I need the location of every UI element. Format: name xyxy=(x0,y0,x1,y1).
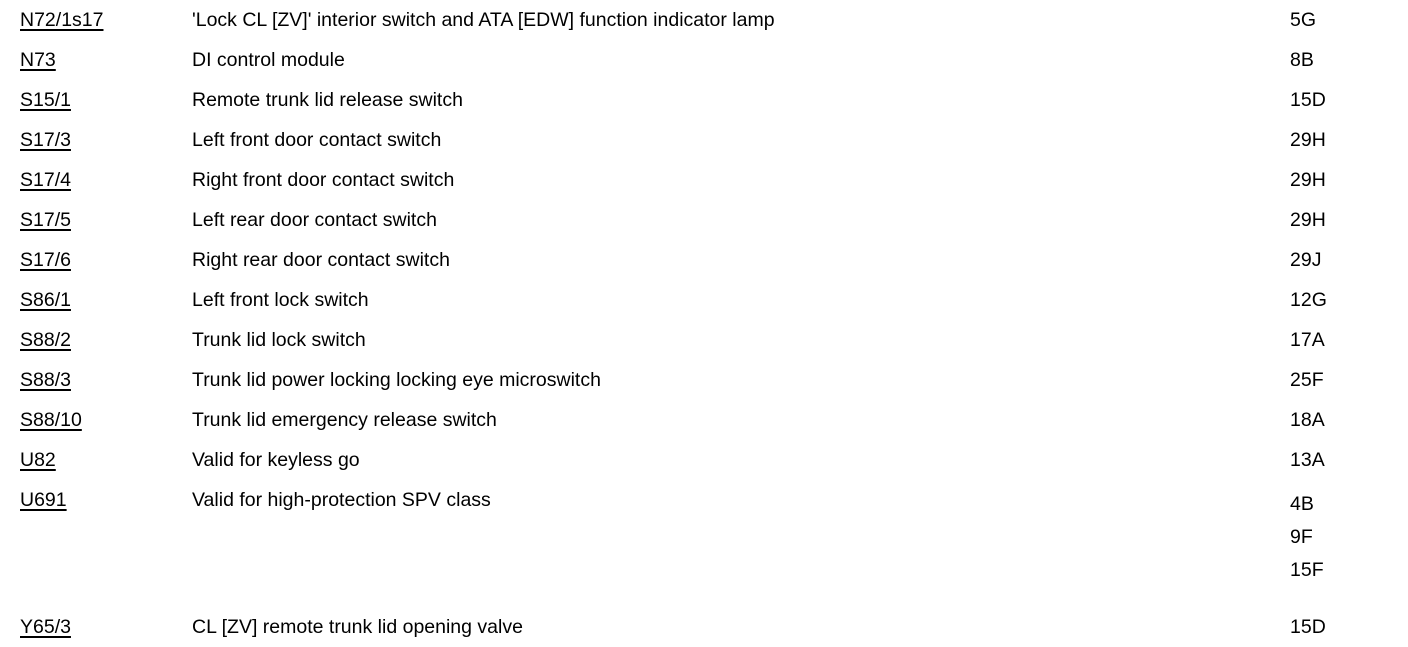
legend-row: N72/1s17 'Lock CL [ZV]' interior switch a… xyxy=(0,0,1408,40)
component-description: Trunk lid power locking locking eye micr… xyxy=(192,369,601,391)
component-code[interactable]: S88/3 xyxy=(20,369,71,391)
legend-row: S17/5 Left rear door contact switch 29H xyxy=(0,200,1408,240)
component-description: Left front door contact switch xyxy=(192,129,442,151)
grid-location-code: 5G xyxy=(1290,9,1317,31)
component-description: Remote trunk lid release switch xyxy=(192,89,463,111)
grid-location-code: 29H xyxy=(1290,169,1326,191)
row-spacer xyxy=(0,586,1408,607)
component-description: Right rear door contact switch xyxy=(192,249,450,271)
component-code[interactable]: S88/10 xyxy=(20,409,82,431)
component-code[interactable]: S17/3 xyxy=(20,129,71,151)
legend-row: S88/2 Trunk lid lock switch 17A xyxy=(0,320,1408,360)
grid-location-code: 12G xyxy=(1290,289,1327,311)
grid-location-code: 29H xyxy=(1290,209,1326,231)
grid-location-code: 8B xyxy=(1290,49,1314,71)
component-description: Valid for high-protection SPV class xyxy=(192,489,491,511)
grid-location-code: 17A xyxy=(1290,329,1325,351)
legend-row: U82 Valid for keyless go 13A xyxy=(0,440,1408,480)
component-description: Valid for keyless go xyxy=(192,449,360,471)
legend-row: Y65/3 CL [ZV] remote trunk lid opening va… xyxy=(0,607,1408,647)
legend-row: S17/3 Left front door contact switch 29H xyxy=(0,120,1408,160)
grid-location-code: 4B xyxy=(1290,493,1314,515)
component-code[interactable]: Y65/3 xyxy=(20,616,71,638)
grid-location-code-list: 4B 9F 15F xyxy=(1290,488,1324,587)
component-code[interactable]: N72/1s17 xyxy=(20,9,104,31)
grid-location-code: 18A xyxy=(1290,409,1325,431)
component-description: Trunk lid lock switch xyxy=(192,329,366,351)
grid-location-code: 15D xyxy=(1290,89,1326,111)
legend-row: S86/1 Left front lock switch 12G xyxy=(0,280,1408,320)
legend-row: S17/6 Right rear door contact switch 29J xyxy=(0,240,1408,280)
legend-row: S88/10 Trunk lid emergency release switch… xyxy=(0,400,1408,440)
component-code[interactable]: N73 xyxy=(20,49,56,71)
grid-location-code: 13A xyxy=(1290,449,1325,471)
legend-row: N73 DI control module 8B xyxy=(0,40,1408,80)
grid-location-code: 25F xyxy=(1290,369,1324,391)
grid-location-code: 15D xyxy=(1290,616,1326,638)
component-description: Left front lock switch xyxy=(192,289,369,311)
grid-location-code: 29J xyxy=(1290,249,1322,271)
component-description: 'Lock CL [ZV]' interior switch and ATA [… xyxy=(192,9,775,31)
component-code[interactable]: S17/4 xyxy=(20,169,71,191)
legend-row: S17/4 Right front door contact switch 29H xyxy=(0,160,1408,200)
component-code[interactable]: U82 xyxy=(20,449,56,471)
component-description: DI control module xyxy=(192,49,345,71)
component-description: Trunk lid emergency release switch xyxy=(192,409,497,431)
component-code[interactable]: S86/1 xyxy=(20,289,71,311)
component-description: Left rear door contact switch xyxy=(192,209,437,231)
component-code[interactable]: S17/6 xyxy=(20,249,71,271)
grid-location-code: 15F xyxy=(1290,559,1324,581)
component-code[interactable]: S88/2 xyxy=(20,329,71,351)
component-code[interactable]: S17/5 xyxy=(20,209,71,231)
component-code[interactable]: U691 xyxy=(20,489,67,511)
legend-row: S15/1 Remote trunk lid release switch 15D xyxy=(0,80,1408,120)
grid-location-code: 9F xyxy=(1290,526,1313,548)
grid-location-code: 29H xyxy=(1290,129,1326,151)
component-description: Right front door contact switch xyxy=(192,169,455,191)
legend-row: S88/3 Trunk lid power locking locking eye… xyxy=(0,360,1408,400)
component-description: CL [ZV] remote trunk lid opening valve xyxy=(192,616,523,638)
legend-row: U691 Valid for high-protection SPV class 4… xyxy=(0,480,1408,586)
component-code[interactable]: S15/1 xyxy=(20,89,71,111)
